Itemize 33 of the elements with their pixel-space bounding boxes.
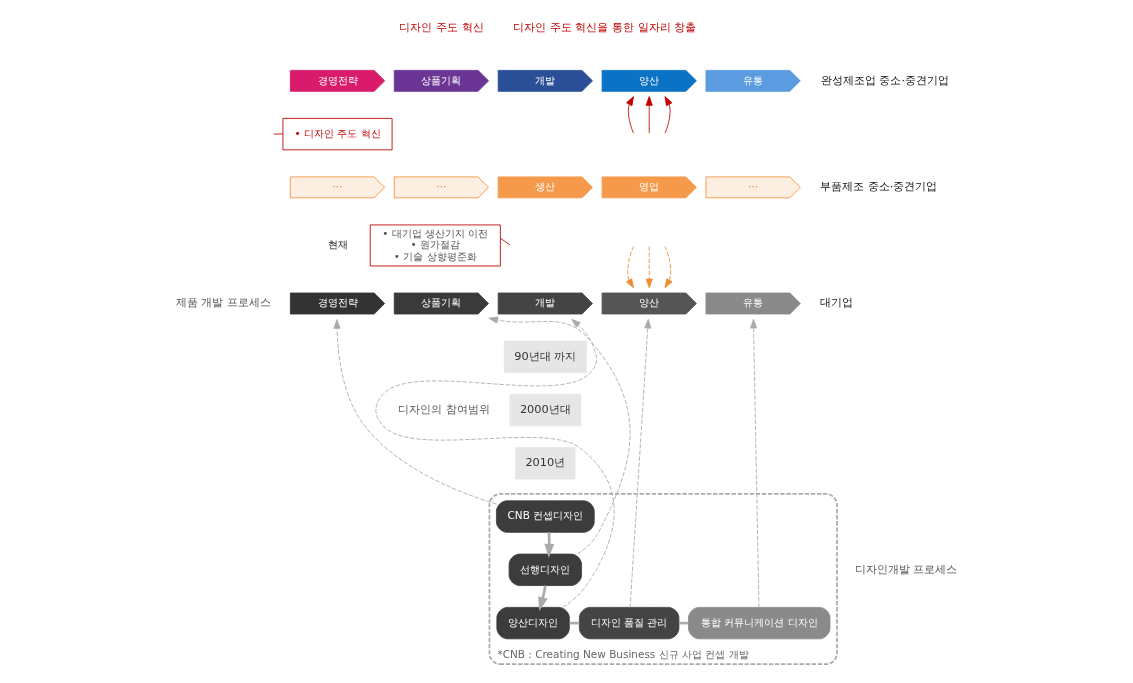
label: 대기업 xyxy=(820,295,854,310)
node-box: 선행디자인 xyxy=(508,553,582,586)
label: 디자인 주도 혁신 xyxy=(399,19,484,34)
connector xyxy=(273,133,284,135)
label: 제품 개발 프로세스 xyxy=(175,295,271,310)
arrow xyxy=(664,96,673,134)
arrow xyxy=(645,96,653,134)
node-box: 디자인 품질 관리 xyxy=(578,606,680,640)
arrow xyxy=(626,245,634,289)
node-box: 통합 커뮤니케이션 디자인 xyxy=(688,606,831,640)
connector xyxy=(500,237,511,246)
arrow xyxy=(664,245,673,289)
arrow xyxy=(626,96,634,134)
arrow xyxy=(333,319,497,505)
arrow xyxy=(375,318,615,608)
label: 디자인개발 프로세스 xyxy=(854,561,958,576)
arrow xyxy=(645,245,653,289)
label: 완성제조업 중소·중견기업 xyxy=(820,72,950,87)
label: 2010년 xyxy=(525,455,566,470)
arrow xyxy=(538,585,548,611)
label: 디자인의 참여범위 xyxy=(398,402,490,417)
label: 부품제조 중소·중견기업 xyxy=(820,179,938,194)
arrow xyxy=(488,316,631,555)
node-box: 양산디자인 xyxy=(496,606,570,640)
arrow xyxy=(629,318,652,608)
label: 2000년대 xyxy=(519,402,571,417)
node-box: • 대기업 생산기지 이전 • 원가절감 • 기술 상향평준화 xyxy=(369,224,501,267)
node-box: CNB 컨셉디자인 xyxy=(496,500,595,533)
arrow xyxy=(750,318,760,608)
node-box: • 디자인 주도 혁신 xyxy=(282,117,393,151)
label: 디자인 주도 혁신을 통한 일자리 창출 xyxy=(513,19,697,34)
node-text: 현재 xyxy=(327,238,348,251)
label: 90년대 까지 xyxy=(514,348,577,363)
